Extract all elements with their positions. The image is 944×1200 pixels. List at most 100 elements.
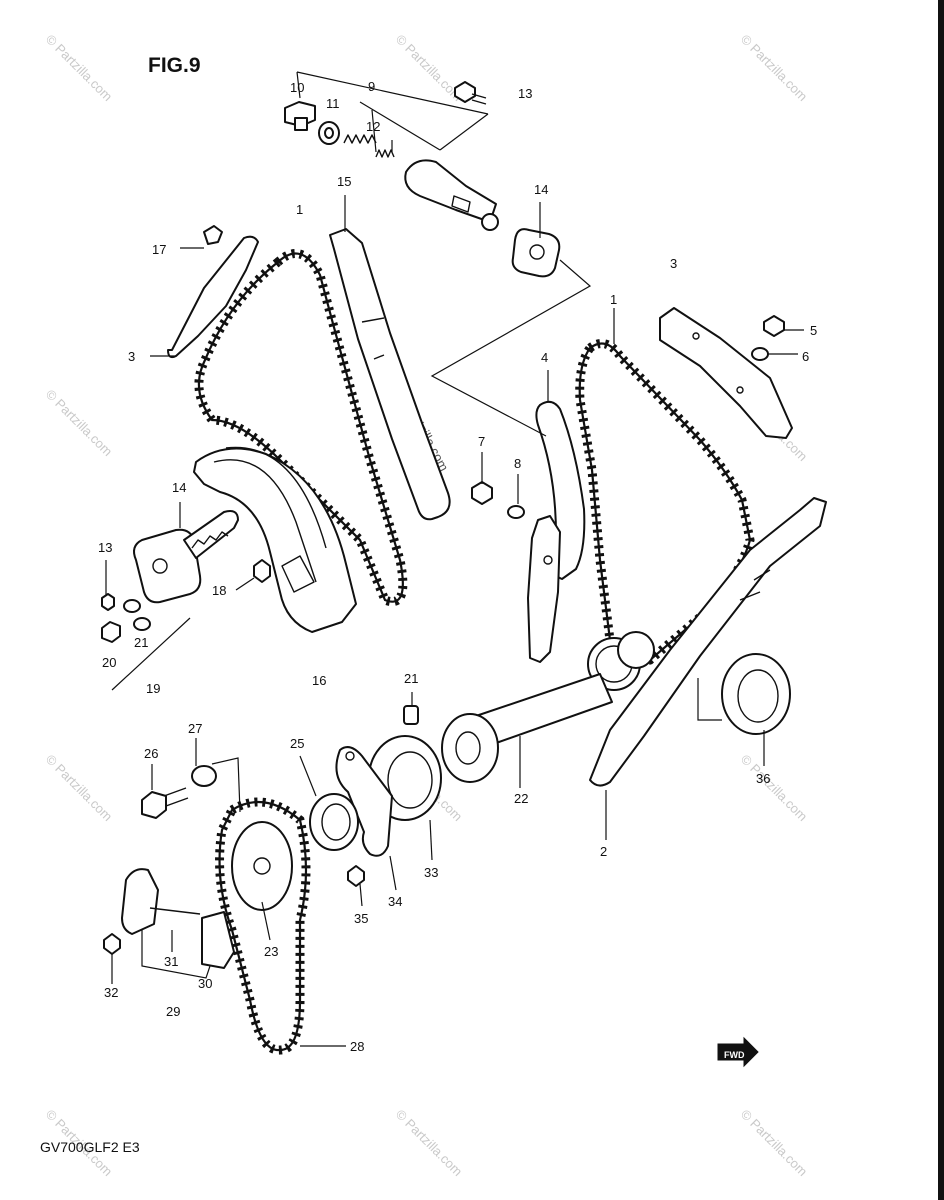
callout-13: 13 [518, 86, 532, 101]
leader-12 [371, 109, 393, 153]
washer-21-a [123, 599, 141, 613]
watermark: © Partzilla.com [738, 752, 811, 825]
tensioner-lock [451, 195, 471, 213]
sprocket-23 [231, 821, 293, 911]
bolt-7 [471, 481, 493, 505]
callout-19: 19 [146, 681, 160, 696]
guide-16-detail [213, 446, 327, 583]
leader-27-bracket [211, 757, 241, 813]
primary-chain-28-outline [218, 800, 308, 1052]
bolt-32 [103, 933, 121, 955]
guide-4-hole [543, 555, 553, 565]
callout-17: 17 [152, 242, 166, 257]
bolt-head-13 [454, 81, 476, 103]
tensioner-19-hole [152, 558, 168, 574]
retainer-hole [345, 751, 355, 761]
leader-23 [261, 901, 271, 941]
leader-18 [235, 577, 255, 591]
bolt-shank-13 [471, 93, 487, 105]
watermark: © Partzilla.com [43, 752, 116, 825]
drive-sprocket-b [617, 631, 655, 669]
gasket-hole [529, 244, 545, 260]
oil-seal-25 [309, 793, 359, 851]
callout-16: 16 [312, 673, 326, 688]
callout-11: 11 [326, 96, 340, 111]
bolt-26-shank [163, 787, 189, 807]
leader-34 [389, 855, 397, 891]
bolt-5 [763, 315, 785, 337]
bolt-20 [101, 621, 121, 643]
callout-numbers: 1 1 2 3 3 4 5 6 7 8 9 10 11 12 13 13 14 … [98, 79, 817, 1054]
guide-15-detail [361, 317, 385, 360]
oil-seal-25-inner [321, 803, 351, 841]
guide-3-hole-b [736, 386, 744, 394]
guide-4-arm [527, 515, 561, 663]
rod-thread [191, 531, 229, 549]
bearing-36-inner [737, 669, 779, 723]
washer-21-b [133, 617, 151, 631]
callout-8: 8 [514, 456, 521, 471]
callout-21: 21 [404, 671, 418, 686]
callout-20: 20 [102, 655, 116, 670]
callout-15: 15 [337, 174, 351, 189]
tensioner-plunger-tip [481, 213, 499, 231]
right-border [938, 0, 944, 1200]
chain-guide-3-right [659, 307, 793, 439]
chain-guide-15 [329, 228, 451, 521]
callout-9: 9 [368, 79, 375, 94]
sprocket-23-hub [253, 857, 271, 875]
tensioner-springs [343, 134, 395, 158]
front-arrow-shape [717, 1036, 759, 1068]
leader-33 [429, 819, 433, 861]
callout-1: 1 [610, 292, 617, 307]
callout-34: 34 [388, 894, 402, 909]
watermarks: © Partzilla.com © Partzilla.com © Partzi… [43, 32, 811, 1180]
callout-31: 31 [164, 954, 178, 969]
callout-27: 27 [188, 721, 202, 736]
guide-2-detail [739, 569, 771, 601]
tensioner-gasket-top [511, 228, 561, 278]
callout-35: 35 [354, 911, 368, 926]
bolt-17 [203, 225, 223, 245]
callout-25: 25 [290, 736, 304, 751]
guide-16-pivot [281, 555, 315, 593]
bolt-35 [347, 865, 365, 887]
chain-guide-3-left [167, 235, 259, 359]
tensioner-body [404, 159, 497, 223]
tensioner-assembly-top [284, 81, 499, 231]
guide-3-hole-a [692, 332, 700, 340]
callout-12: 12 [366, 119, 380, 134]
leader-36-bracket [697, 678, 722, 721]
callout-2: 2 [600, 844, 607, 859]
callout-1: 1 [296, 202, 303, 217]
callout-30: 30 [198, 976, 212, 991]
left-cam-chain-outline [197, 252, 404, 603]
chain-guide-4 [535, 400, 586, 580]
watermark: © Partzilla.com [738, 1107, 811, 1180]
front-arrow-icon: FWD [717, 1036, 759, 1068]
callout-7: 7 [478, 434, 485, 449]
shaft-flange-bore [455, 731, 481, 765]
callout-13: 13 [98, 540, 112, 555]
leader-13-top [439, 113, 489, 151]
washer-8 [507, 505, 525, 519]
camshaft-sprocket-group [403, 631, 655, 783]
leader-25 [299, 755, 317, 797]
callout-4: 4 [541, 350, 548, 365]
washer-27 [191, 765, 217, 787]
callout-14: 14 [534, 182, 548, 197]
callout-33: 33 [424, 865, 438, 880]
leader-bracket-14 [430, 259, 592, 437]
callout-22: 22 [514, 791, 528, 806]
leader-lines [105, 71, 804, 1047]
callout-26: 26 [144, 746, 158, 761]
watermark: © Partzilla.com [43, 387, 116, 460]
bolt-13-left [101, 593, 115, 611]
callout-14: 14 [172, 480, 186, 495]
chain-guide-2 [589, 497, 827, 787]
callout-29: 29 [166, 1004, 180, 1019]
callout-6: 6 [802, 349, 809, 364]
tensioner-body-29 [121, 868, 159, 935]
